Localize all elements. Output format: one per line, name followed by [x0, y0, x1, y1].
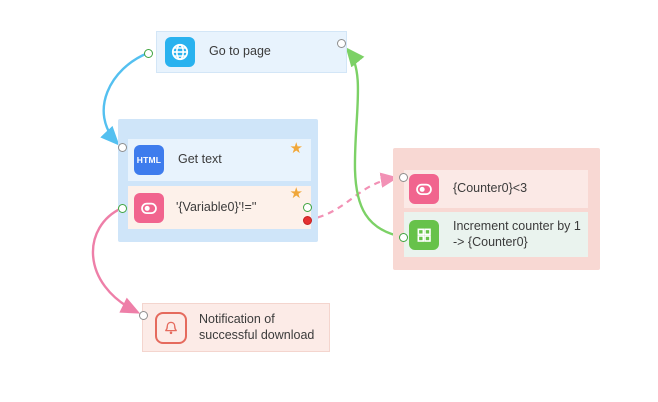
- node-get-text[interactable]: HTML Get text ★: [128, 139, 311, 181]
- node-go-to-page[interactable]: Go to page: [156, 31, 347, 73]
- port-gettext-input[interactable]: [117, 142, 127, 152]
- grid-icon: [409, 219, 439, 250]
- port-variable-output-left[interactable]: [117, 203, 127, 213]
- node-label: '{Variable0}'!='': [176, 199, 257, 214]
- globe-icon: [165, 37, 195, 67]
- port-goto-input[interactable]: [336, 38, 346, 48]
- html-icon: HTML: [134, 145, 164, 175]
- edge-goto-to-gettext[interactable]: [100, 51, 149, 146]
- node-label: Increment counter by 1 -> {Counter0}: [453, 219, 581, 249]
- node-counter-condition[interactable]: {Counter0}<3: [404, 170, 588, 208]
- port-variable-output-right[interactable]: [302, 202, 312, 212]
- edge-variable-to-notification[interactable]: [91, 206, 141, 314]
- node-label: Go to page: [209, 44, 271, 59]
- node-label: Get text: [178, 152, 222, 167]
- port-goto-output[interactable]: [143, 48, 153, 58]
- port-increment-output[interactable]: [398, 232, 408, 242]
- bell-icon: [155, 311, 187, 344]
- port-variable-error-output[interactable]: [302, 215, 312, 225]
- star-icon[interactable]: ★: [289, 185, 303, 202]
- node-label: {Counter0}<3: [453, 181, 528, 196]
- toggle-icon: [409, 174, 439, 204]
- edge-variable-to-counter-dashed[interactable]: [306, 172, 399, 222]
- html-icon-label: HTML: [136, 155, 162, 165]
- node-label: Notification of successful download: [199, 312, 315, 342]
- node-variable-condition[interactable]: '{Variable0}'!='' ★: [128, 186, 311, 229]
- node-notification[interactable]: Notification of successful download: [142, 303, 330, 352]
- edge-increment-to-goto[interactable]: [345, 47, 404, 239]
- toggle-icon: [134, 192, 164, 223]
- port-notification-input[interactable]: [138, 310, 148, 320]
- port-counter-input[interactable]: [398, 172, 408, 182]
- node-increment-counter[interactable]: Increment counter by 1 -> {Counter0}: [404, 212, 588, 257]
- star-icon[interactable]: ★: [289, 140, 303, 157]
